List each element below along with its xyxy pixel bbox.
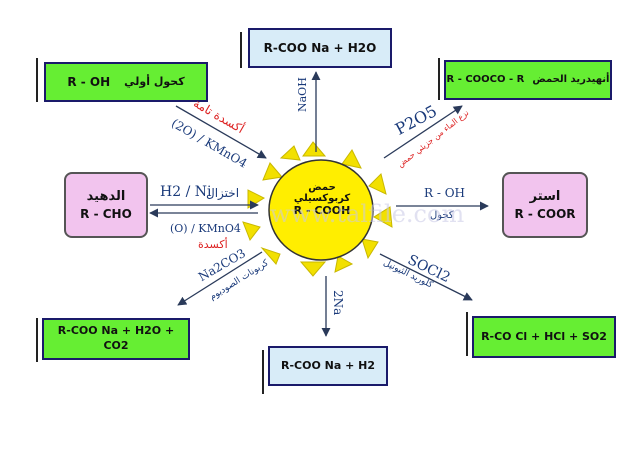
box-top-sodium-salt: R-COO Na + H2O: [248, 28, 392, 68]
arrow-to-top-right: [383, 105, 463, 159]
bottom-left-box-bar: [36, 318, 38, 362]
center-line1: حمض: [308, 182, 336, 193]
box-top-formula: R-COO Na + H2O: [263, 40, 377, 55]
box-right-formula: R - COOR: [514, 206, 576, 221]
sun-rays: [242, 141, 393, 277]
label-2na: 2Na: [331, 290, 345, 316]
box-right-name: استر: [529, 189, 561, 205]
box-ester: استر R - COOR: [502, 172, 588, 238]
box-bottom-left-products: R-COO Na + H2O + CO2: [42, 318, 190, 360]
box-acid-anhydride: أنهيدريد الحمض R - COOCO - R: [444, 60, 612, 100]
box-left-formula: R - CHO: [80, 206, 132, 221]
arrow-to-bottom-right: [379, 253, 473, 301]
center-line3: R - COOH: [293, 204, 351, 217]
bottom-right-box-bar: [466, 312, 468, 356]
label-oxidation: أكسدة: [198, 238, 228, 251]
center-acid-label: حمض كربوكسيلي R - COOH: [282, 182, 362, 217]
top-right-box-bar: [438, 58, 440, 100]
arrow-from-top-left: [175, 105, 267, 159]
label-o-kmno4: (O) / KMnO4: [170, 222, 241, 235]
top-left-box-bar: [36, 58, 38, 102]
label-naoh: NaOH: [296, 77, 309, 112]
box-top-left-name: كحول أولي: [124, 74, 185, 88]
center-line2: كربوكسيلي: [293, 193, 351, 204]
top-box-bar: [240, 32, 242, 68]
box-acyl-chloride: R-CO Cl + HCl + SO2: [472, 316, 616, 358]
label-alcohol: كحول: [430, 210, 454, 221]
box-aldehyde: الدهيد R - CHO: [64, 172, 148, 238]
box-left-name: الدهيد: [86, 189, 126, 205]
label-h2-ni: H2 / Ni: [160, 184, 212, 200]
label-r-oh: R - OH: [424, 186, 466, 200]
watermark: www.talfile.com: [270, 200, 465, 228]
arrow-to-bottom-left: [177, 251, 263, 306]
box-top-right-name: أنهيدريد الحمض: [532, 74, 610, 86]
box-bottom-products: R-COO Na + H2: [268, 346, 388, 386]
box-primary-alcohol: كحول أولي R - OH: [44, 62, 208, 102]
box-top-left-formula: R - OH: [67, 74, 111, 89]
label-reduction: اختزال: [206, 186, 240, 200]
box-bottom-right-formula: R-CO Cl + HCl + SO2: [481, 329, 607, 343]
box-bottom-left-formula: R-COO Na + H2O + CO2: [57, 324, 175, 352]
box-bottom-formula: R-COO Na + H2: [280, 358, 375, 372]
sun-body: [268, 159, 374, 261]
bottom-box-bar: [262, 350, 264, 394]
box-top-right-formula: R - COOCO - R: [446, 74, 525, 86]
